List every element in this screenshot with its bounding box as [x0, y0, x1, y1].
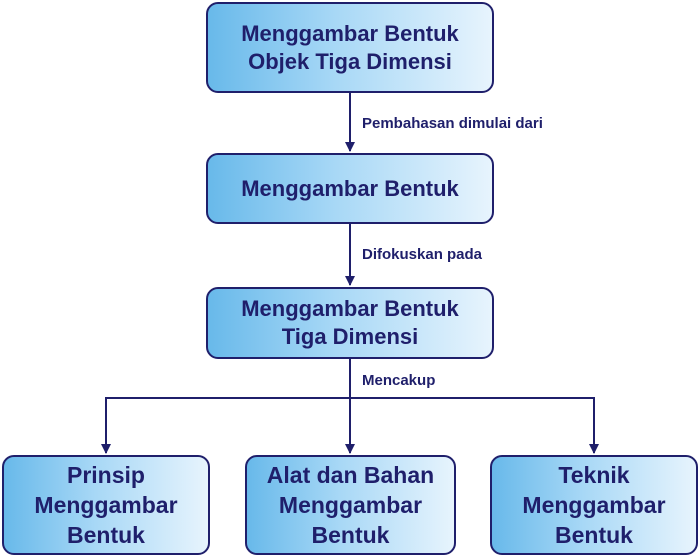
node-leaf-middle-line-2: Menggambar [278, 492, 423, 518]
node-third-line-2: Tiga Dimensi [281, 324, 419, 349]
edge-label-root-to-second: Pembahasan dimulai dari [362, 115, 543, 132]
node-leaf-right-line-3: Bentuk [555, 522, 633, 548]
node-leaf-middle-line-1: Alat dan Bahan [266, 462, 435, 488]
edge-label-third-to-leaves: Mencakup [362, 372, 436, 389]
node-third-line-1: Menggambar Bentuk [241, 296, 459, 321]
node-root-line-1: Menggambar Bentuk [241, 20, 459, 46]
node-leaf-left-line-3: Bentuk [67, 522, 145, 548]
node-root-line-2: Objek Tiga Dimensi [248, 48, 452, 74]
edge-label-second-to-third: Difokuskan pada [362, 246, 483, 263]
node-second: Menggambar Bentuk [206, 153, 494, 224]
node-leaf-left-line-1: Prinsip [67, 462, 145, 488]
node-leaf-right: Teknik Menggambar Bentuk [490, 455, 698, 555]
node-root: Menggambar Bentuk Objek Tiga Dimensi [206, 2, 494, 93]
node-leaf-right-line-1: Teknik [558, 462, 630, 488]
node-leaf-right-line-2: Menggambar [522, 492, 666, 518]
node-second-line-1: Menggambar Bentuk [241, 175, 459, 201]
node-third: Menggambar Bentuk Tiga Dimensi [206, 287, 494, 359]
node-leaf-left: Prinsip Menggambar Bentuk [2, 455, 210, 555]
node-leaf-left-line-2: Menggambar [34, 492, 178, 518]
node-leaf-middle-line-3: Bentuk [311, 522, 390, 548]
node-leaf-middle: Alat dan Bahan Menggambar Bentuk [245, 455, 456, 555]
